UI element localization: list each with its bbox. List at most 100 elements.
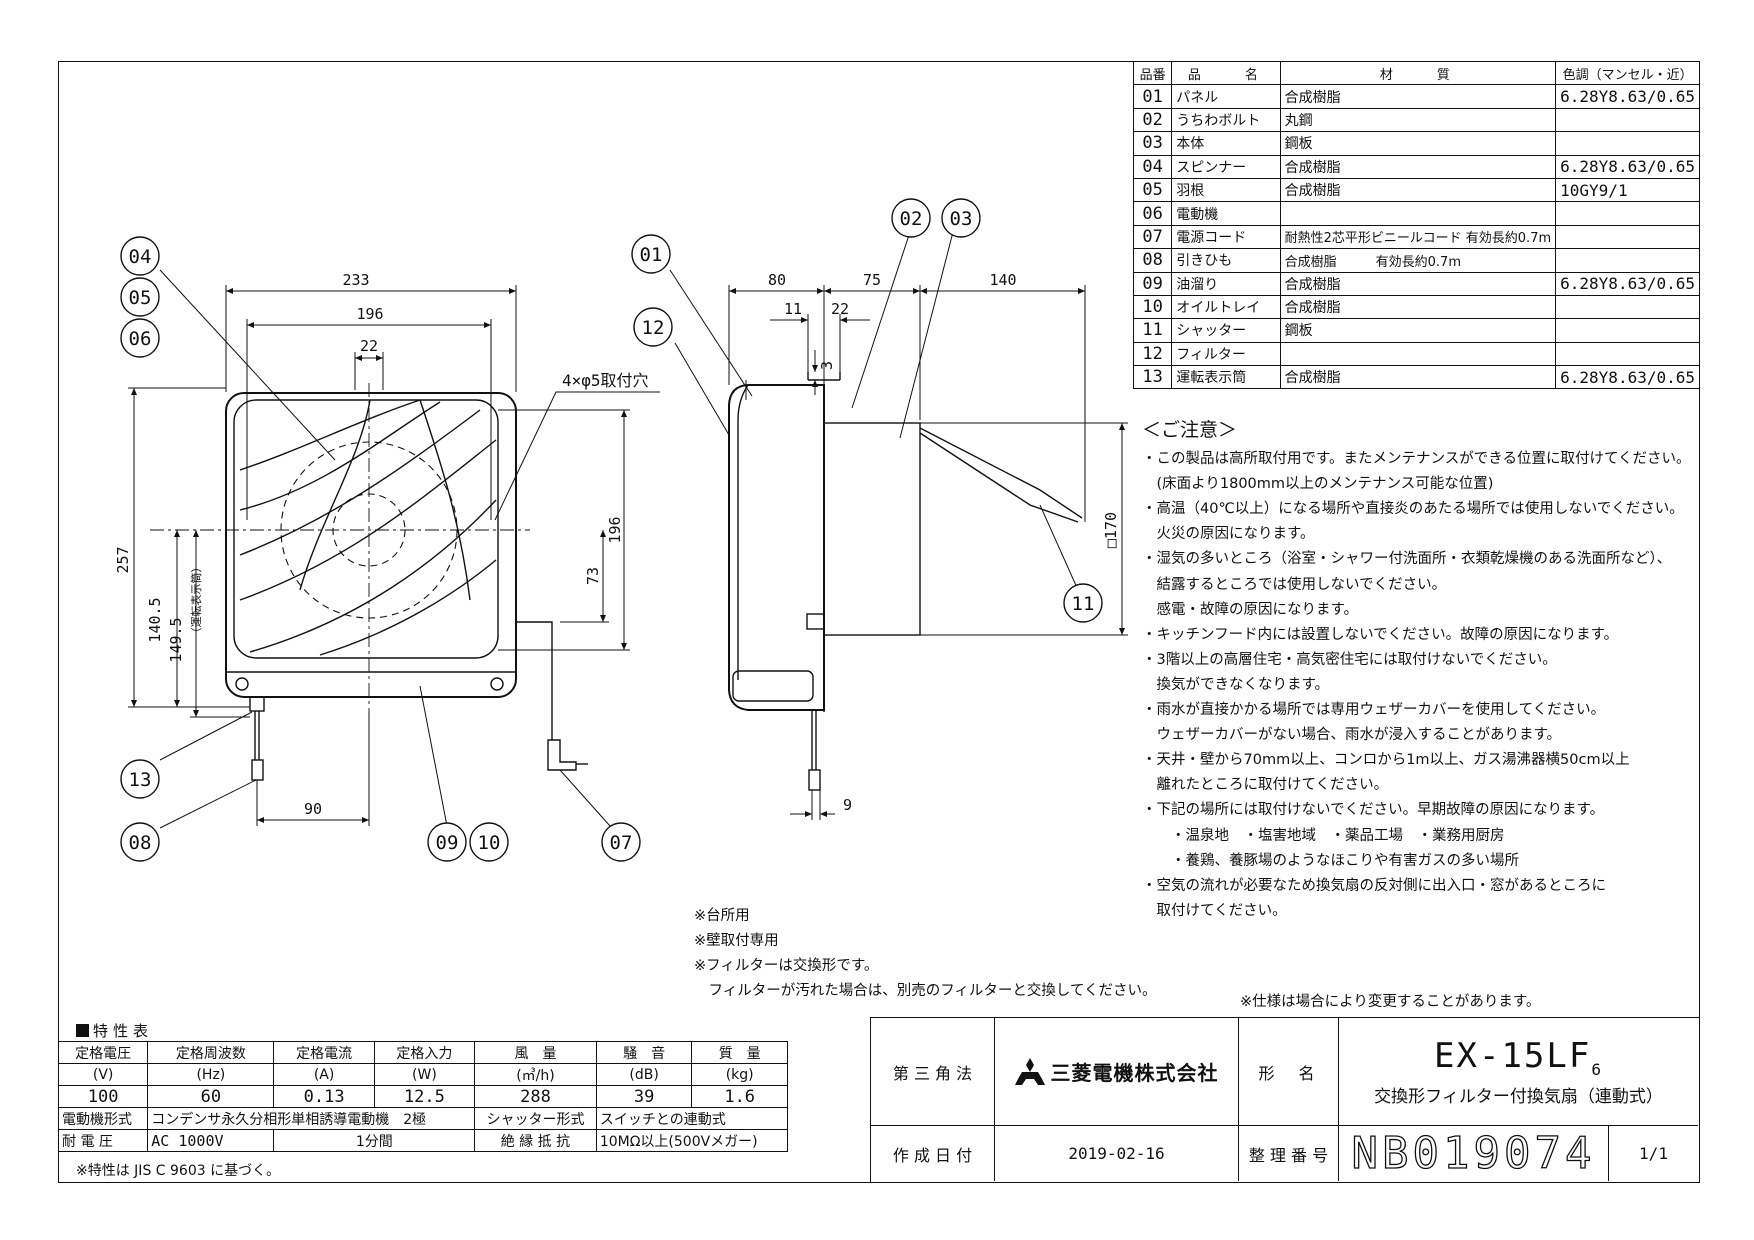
dim-holes: 4×φ5取付穴	[562, 371, 649, 390]
part-color	[1555, 131, 1700, 156]
front-view	[150, 383, 588, 781]
caution-line: ウェザーカバーがない場合、雨水が浸入することがあります。	[1142, 727, 1562, 744]
side-dimensions	[728, 285, 1128, 820]
spec-unit: (kg)	[691, 1063, 788, 1086]
part-number: 10	[1132, 294, 1173, 320]
part-material: 合成樹脂	[1279, 84, 1557, 109]
usage-note: ※壁取付専用	[694, 933, 779, 949]
caution-line: ・雨水が直接かかる場所では専用ウェザーカバーを使用してください。	[1142, 702, 1606, 719]
part-color: 10GY9/1	[1555, 177, 1700, 203]
part-number: 05	[1132, 177, 1173, 203]
part-color	[1555, 224, 1700, 250]
caution-line: ・天井・壁から70mm以上、コンロから1m以上、ガス湯沸器横50cm以上	[1142, 752, 1630, 769]
part-name: オイルトレイ	[1171, 294, 1281, 320]
spec-value: 0.13	[273, 1085, 375, 1108]
part-material: 合成樹脂	[1279, 271, 1557, 296]
projection-method: 第 三 角 法	[871, 1018, 995, 1126]
part-name: うちわボルト	[1171, 107, 1281, 133]
svg-text:02: 02	[900, 208, 923, 230]
withstand-voltage-time: 1分間	[273, 1129, 476, 1152]
spec-value: 100	[57, 1085, 149, 1108]
spec-unit: (W)	[373, 1063, 476, 1086]
spec-header: 定格電流	[273, 1041, 375, 1064]
withstand-voltage-label: 耐 電 圧	[57, 1129, 149, 1152]
spec-footnote: ※特性は JIS C 9603 に基づく。	[76, 1163, 281, 1179]
insulation-label: 絶 縁 抵 抗	[474, 1129, 597, 1152]
spec-unit: (dB)	[595, 1063, 693, 1086]
caution-notes: ＜ご注意＞ ・この製品は高所取付用です。またメンテナンスができる位置に取付けてく…	[1142, 418, 1702, 924]
parts-header-material: 材 質	[1279, 60, 1557, 86]
spec-table: 定格電圧定格周波数定格電流定格入力風 量騒 音質 量 (V)(Hz)(A)(W)…	[57, 1041, 789, 1152]
part-material: 合成樹脂	[1279, 177, 1557, 203]
dim-196-side: 196	[606, 516, 624, 543]
dim-11: 11	[784, 300, 802, 318]
sheet-number: 1/1	[1639, 1144, 1668, 1163]
caution-line: ・高温（40℃以上）になる場所や直接炎のあたる場所では使用しないでください。	[1142, 501, 1684, 518]
part-color	[1555, 107, 1700, 133]
model-number: EX-15LF6	[1434, 1035, 1603, 1079]
caution-line: ・空気の流れが必要なため換気扇の反対側に出入口・窓があるところに	[1142, 877, 1606, 894]
part-color: 6.28Y8.63/0.65	[1555, 271, 1700, 296]
bubble-07: 07	[601, 822, 641, 862]
svg-text:05: 05	[129, 287, 152, 309]
part-material: 合成樹脂	[1279, 294, 1557, 320]
shutter-type-label: シャッター形式	[474, 1107, 597, 1130]
bubble-13: 13	[120, 759, 160, 799]
dim-22: 22	[360, 337, 378, 355]
caution-line: ・養鶏、養豚場のようなほこりや有害ガスの多い場所	[1142, 852, 1519, 869]
part-number: 03	[1132, 131, 1173, 156]
spec-header: 定格電圧	[57, 1041, 149, 1064]
part-number: 06	[1132, 201, 1173, 226]
model-cell: EX-15LF6 交換形フィルター付換気扇（連動式）	[1339, 1018, 1698, 1126]
dim-indicator-note: （運転表示筒）	[189, 562, 203, 639]
spec-unit: (㎥/h)	[474, 1063, 597, 1086]
dim-80: 80	[768, 271, 786, 289]
bubble-04: 04	[120, 236, 160, 276]
motor-type-value: コンデンサ永久分相形単相誘導電動機 2極	[147, 1107, 476, 1130]
part-name: 引きひも	[1171, 248, 1281, 273]
spec-header: 定格周波数	[147, 1041, 275, 1064]
side-dim-labels: 80 75 140 11 22 3 □170 9	[768, 271, 1120, 814]
title-block: 第 三 角 法 三菱電機株式会社 形 名 EX-15LF6 交換形フィルター付換…	[870, 1017, 1700, 1183]
part-number: 13	[1132, 365, 1173, 390]
spec-unit: (Hz)	[147, 1063, 275, 1086]
dim-22-side: 22	[831, 300, 849, 318]
part-material	[1279, 341, 1557, 367]
dim-140: 140	[989, 271, 1016, 289]
part-name: 電源コード	[1171, 224, 1281, 250]
date-label: 作 成 日 付	[871, 1126, 995, 1181]
parts-header-row: 品番 品 名 材 質 色調（マンセル・近）	[1132, 60, 1700, 86]
part-number: 12	[1132, 341, 1173, 367]
svg-text:11: 11	[1072, 593, 1095, 615]
spec-unit: (V)	[57, 1063, 149, 1086]
part-number: 01	[1132, 84, 1173, 109]
caution-line: ・下記の場所には取付けないでください。早期故障の原因になります。	[1142, 802, 1605, 819]
spec-value: 1.6	[691, 1085, 788, 1108]
parts-header-name: 品 名	[1171, 60, 1281, 86]
spec-header: 騒 音	[595, 1041, 693, 1064]
part-color: 6.28Y8.63/0.65	[1555, 365, 1700, 390]
part-name: スピンナー	[1171, 154, 1281, 179]
caution-line: 結露するところでは使用しないでください。	[1142, 576, 1447, 593]
dim-90: 90	[304, 800, 322, 818]
bubble-03: 03	[941, 198, 981, 238]
caution-heading: ＜ご注意＞	[1142, 419, 1238, 441]
dim-149-5: 149.5	[167, 617, 185, 662]
company-logo: 三菱電機株式会社	[1014, 1057, 1219, 1086]
part-material: 鋼板	[1279, 318, 1557, 343]
part-color	[1555, 341, 1700, 367]
dim-170: □170	[1102, 512, 1120, 548]
svg-text:04: 04	[129, 246, 152, 268]
svg-text:03: 03	[950, 208, 973, 230]
spec-title: 特性表	[76, 1020, 153, 1041]
